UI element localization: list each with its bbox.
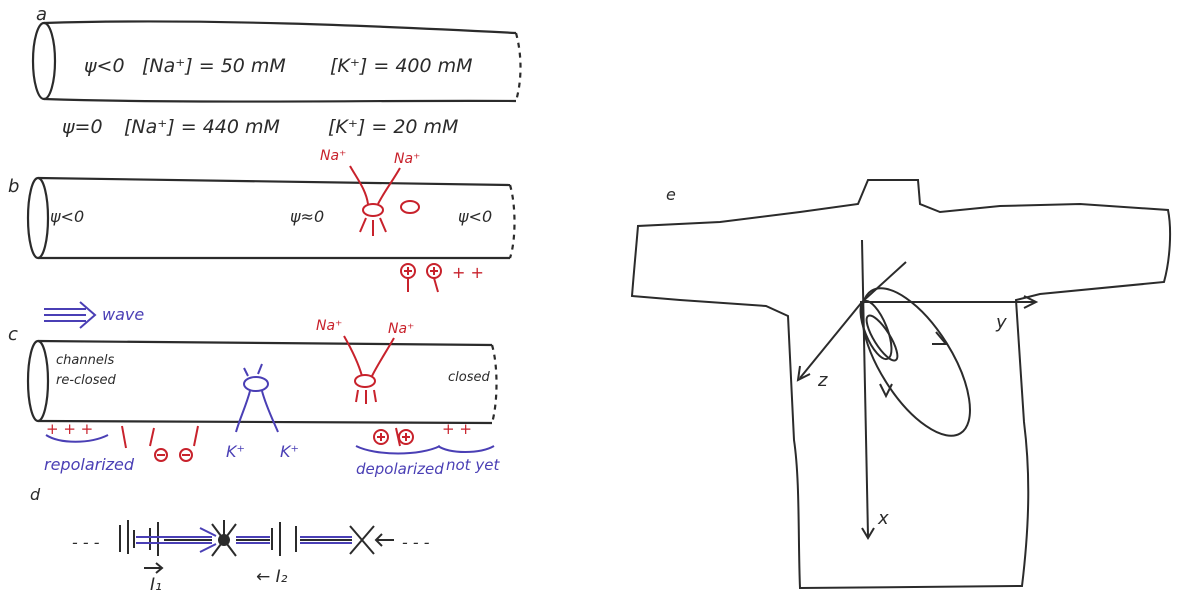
not-yet-brace [437, 445, 495, 453]
outside-potassium-concentration: [K⁺] = 20 mM [328, 116, 458, 138]
sodium-ion-right-c: Na⁺ [388, 321, 414, 337]
panel-d-label: d [30, 485, 41, 504]
axon-tube-a [31, 20, 522, 103]
plus-charges-b: + + [452, 263, 484, 282]
plus-charges-right-c: + + [442, 420, 472, 438]
axon-tube-c [26, 339, 498, 425]
current-arrow-i1 [144, 562, 164, 574]
dashes-right: - - - [402, 533, 430, 552]
panel-a: a ψ<0 [Na⁺] = 50 mM [K⁺] = 400 mM ψ=0 [N… [31, 4, 522, 138]
potential-right-b: ψ<0 [458, 207, 492, 226]
inside-sodium-concentration: [Na⁺] = 50 mM [142, 55, 286, 77]
repolarized-label: repolarized [44, 455, 135, 474]
depolarized-charges [355, 427, 441, 455]
axis-y-label: y [995, 312, 1007, 333]
panel-a-label: a [36, 4, 47, 25]
potential-left-b: ψ<0 [50, 207, 84, 226]
axon-tube-b [26, 176, 516, 260]
vector-axes [796, 239, 1039, 540]
wave-arrow [44, 301, 97, 329]
plus-charges-left-c: + + + [46, 420, 93, 438]
potassium-channel-c [235, 363, 279, 433]
sodium-channel-open-b [349, 165, 420, 236]
outside-potential: ψ=0 [62, 116, 103, 138]
torso-outline [630, 179, 1172, 590]
inside-potential: ψ<0 [84, 55, 125, 77]
panel-c-label: c [8, 324, 18, 345]
vector-loop [859, 287, 971, 437]
dashes-left: - - - [72, 533, 100, 552]
closed-label: closed [448, 370, 490, 385]
panel-e: e x y z [630, 179, 1172, 590]
sodium-ion-left-c: Na⁺ [316, 318, 342, 334]
panel-c: wave c channels re-closed closed K⁺ K⁺ N… [8, 301, 500, 478]
outside-sodium-concentration: [Na⁺] = 440 mM [124, 116, 280, 138]
axis-z-label: z [817, 370, 828, 391]
repolarized-charges [45, 425, 199, 462]
circuit-batteries [119, 520, 394, 557]
panel-b: b ψ<0 ψ≈0 ψ<0 Na⁺ Na⁺ + + [8, 148, 516, 293]
panel-d: d - - - - - - I₁ ← I₂ [30, 485, 430, 593]
positive-charges-b [400, 263, 442, 293]
channels-reclosed-line1: channels [56, 353, 114, 368]
potassium-ion-left-c: K⁺ [226, 442, 245, 461]
depolarized-label: depolarized [356, 460, 444, 478]
not-yet-label: not yet [446, 456, 500, 474]
sodium-ion-right-b: Na⁺ [394, 151, 420, 167]
potassium-ion-right-c: K⁺ [280, 442, 299, 461]
inside-potassium-concentration: [K⁺] = 400 mM [330, 55, 473, 77]
current-i2-label: ← I₂ [256, 567, 288, 587]
current-i1-label: I₁ [150, 575, 162, 593]
circuit-wires-blue [136, 527, 352, 553]
potential-middle-b: ψ≈0 [290, 207, 324, 226]
panel-e-label: e [666, 185, 676, 204]
wave-label: wave [102, 305, 144, 324]
panel-b-label: b [8, 176, 19, 197]
sodium-channel-open-c [343, 335, 395, 404]
sodium-ion-left-b: Na⁺ [320, 148, 346, 164]
channels-reclosed-line2: re-closed [56, 373, 117, 388]
axis-x-label: x [877, 508, 889, 529]
